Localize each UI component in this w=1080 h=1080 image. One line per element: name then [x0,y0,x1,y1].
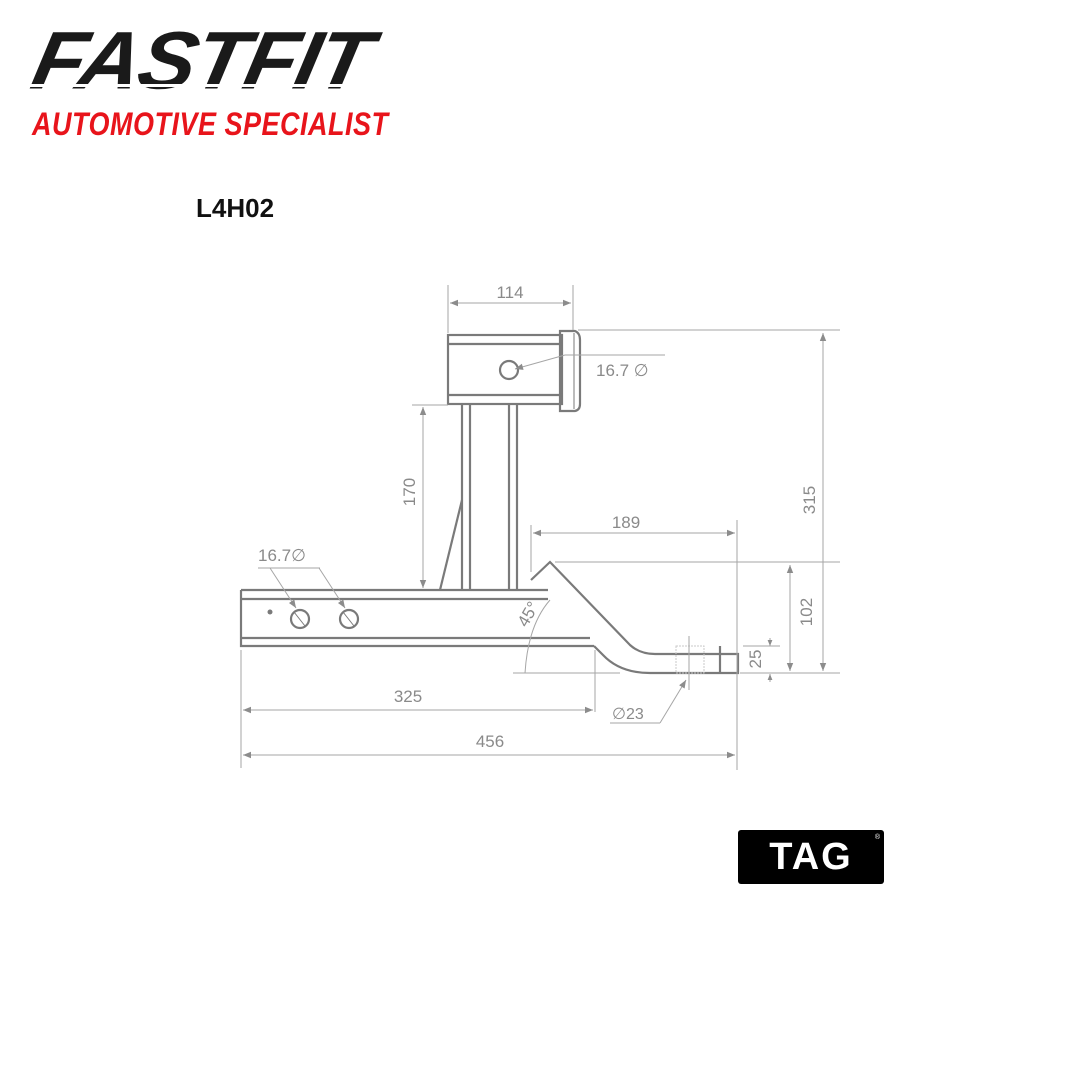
dim-overall-height: 315 [800,486,819,514]
hitch-part-outline [239,329,740,675]
product-model-number: L4H02 [196,193,275,223]
registered-mark: ® [874,834,880,841]
tag-logo-text: TAG [769,836,853,878]
dim-riser-height: 170 [400,478,419,506]
dim-shank-pin-holes: 16.7∅ [258,546,306,565]
dim-bend-angle: 45° [514,598,543,630]
tag-brand-logo: TAG ® [738,830,884,884]
receiver-head [446,329,582,413]
dim-tongue-thickness: 25 [746,650,765,669]
logo-speed-stripes [30,84,420,106]
dimension-lines [240,285,840,770]
fastfit-logo: FASTFIT AUTOMOTIVE SPECIALIST [24,15,420,142]
dim-receiver-pin-hole: 16.7 ∅ [596,361,649,380]
dimension-labels: 114 16.7 ∅ 16.7∅ 189 325 456 ∅23 170 315… [258,283,819,751]
dim-overall-length: 456 [476,732,504,751]
dim-ball-mount-reach: 189 [612,513,640,532]
dim-receiver-length: 114 [496,283,523,302]
ball-mount-arm [530,560,740,675]
riser-post [438,404,519,591]
shank-bar [239,588,594,648]
dim-bar-length: 325 [394,687,422,706]
brand-tagline: AUTOMOTIVE SPECIALIST [32,106,389,142]
dim-ball-mount-drop: 102 [797,598,816,626]
dim-ball-hole-diameter: ∅23 [612,706,644,723]
